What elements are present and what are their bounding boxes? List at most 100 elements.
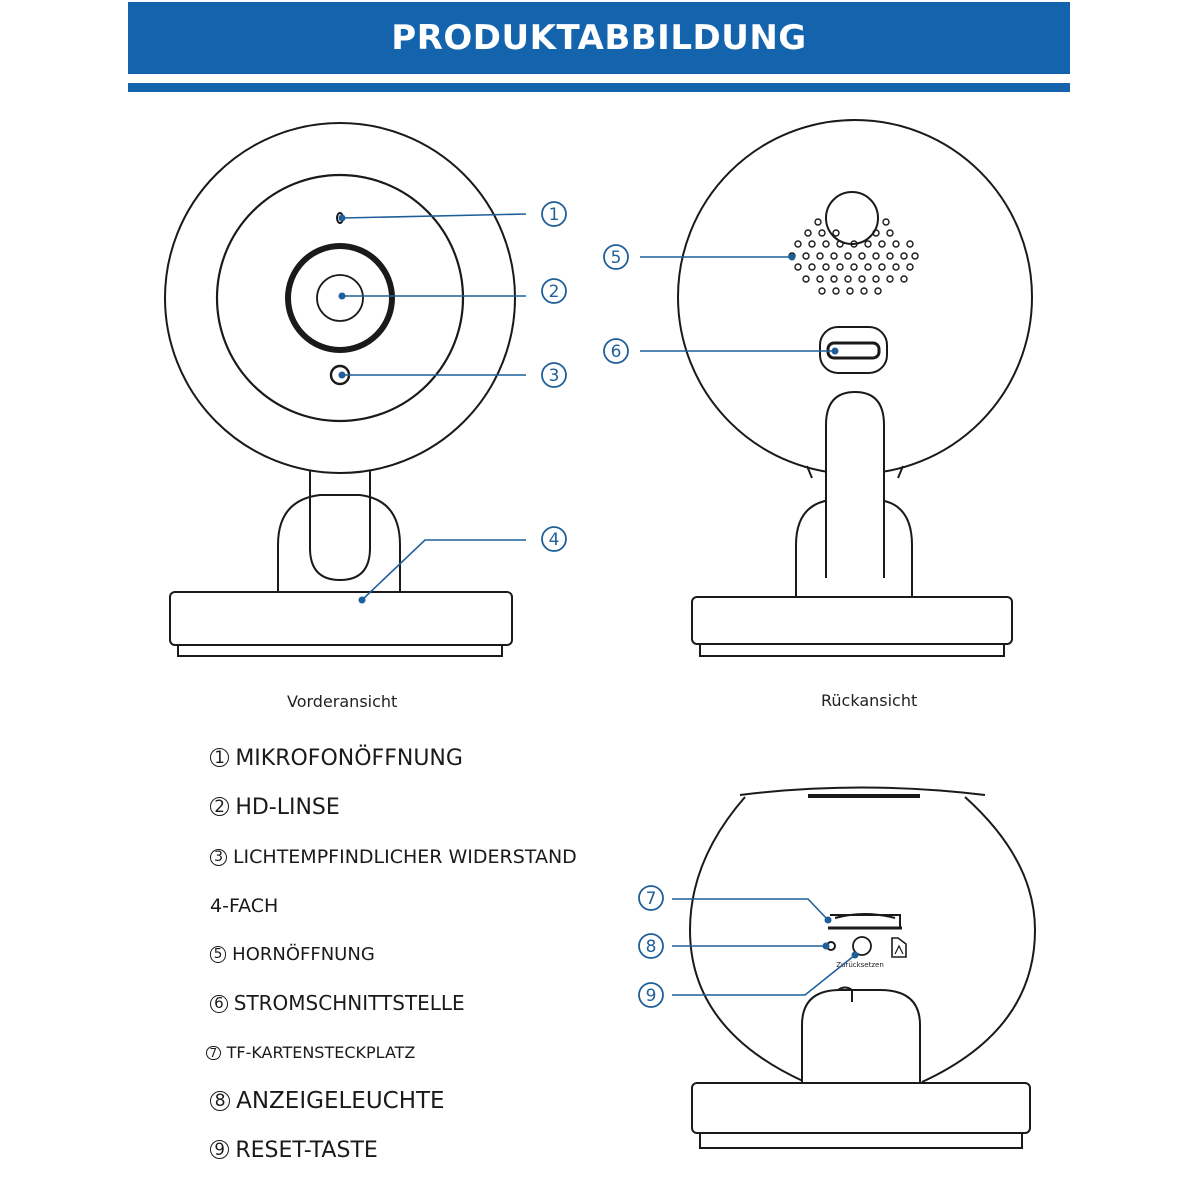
legend-text: 4-FACH [210, 895, 279, 917]
legend-number: 7 [206, 1045, 221, 1061]
front-view-label: Vorderansicht [287, 692, 398, 711]
speaker-hole [804, 229, 812, 237]
legend-number: 2 [210, 797, 230, 817]
speaker-hole [878, 240, 886, 248]
speaker-hole [794, 263, 802, 271]
speaker-hole [886, 275, 894, 283]
speaker-hole [874, 287, 882, 295]
speaker-grille [788, 218, 919, 295]
legend-item-7: 7 TF-KARTENSTECKPLATZ [206, 1043, 415, 1062]
speaker-hole [822, 263, 830, 271]
callout-badges [541, 201, 664, 1008]
speaker-hole [886, 229, 894, 237]
reset-label: Zurücksetzen [836, 961, 884, 969]
legend-item-5: 5 HORNÖFFNUNG [210, 944, 375, 965]
speaker-hole [906, 263, 914, 271]
callout-badge-8 [638, 933, 664, 959]
speaker-hole [872, 275, 880, 283]
speaker-hole [830, 252, 838, 260]
speaker-hole [808, 263, 816, 271]
speaker-hole [864, 240, 872, 248]
speaker-hole [844, 275, 852, 283]
speaker-hole [802, 252, 810, 260]
speaker-hole [900, 252, 908, 260]
callout-badge-2 [541, 278, 567, 304]
legend-text: MIKROFONÖFFNUNG [235, 746, 463, 771]
bottom-view-camera [688, 786, 1037, 1149]
speaker-hole [836, 263, 844, 271]
speaker-hole [814, 218, 822, 226]
legend-number: 9 [210, 1140, 230, 1160]
speaker-hole [858, 275, 866, 283]
speaker-hole [846, 287, 854, 295]
callout-number-9: 9 [646, 986, 657, 1006]
speaker-hole [802, 275, 810, 283]
callout-endpoints [338, 214, 859, 959]
legend-number: 6 [210, 995, 228, 1013]
callout-number-8: 8 [646, 937, 657, 957]
legend-item-6: 6 STROMSCHNITTSTELLE [210, 991, 465, 1015]
callout-number-5: 5 [611, 248, 622, 268]
legend-text: TF-KARTENSTECKPLATZ [226, 1043, 416, 1062]
speaker-hole [892, 240, 900, 248]
legend-number: 3 [210, 849, 227, 867]
speaker-hole [878, 263, 886, 271]
speaker-hole [858, 252, 866, 260]
speaker-hole [882, 218, 890, 226]
legend-text: ANZEIGELEUCHTE [236, 1088, 445, 1114]
callout-lines [341, 213, 856, 996]
callout-number-6: 6 [611, 342, 622, 362]
speaker-hole [872, 229, 880, 237]
speaker-hole [850, 240, 858, 248]
back-view-label: Rückansicht [821, 691, 918, 710]
callout-badge-1 [541, 201, 567, 227]
speaker-hole [911, 252, 919, 260]
callout-number-7: 7 [646, 889, 657, 909]
legend-number: 8 [210, 1090, 231, 1112]
speaker-hole [794, 240, 802, 248]
callout-number-2: 2 [549, 282, 560, 302]
speaker-hole [832, 287, 840, 295]
banner-title: PRODUKTABBILDUNG [391, 18, 807, 58]
speaker-hole [850, 263, 858, 271]
banner-rule [128, 83, 1070, 92]
callout-number-1: 1 [549, 205, 560, 225]
speaker-hole [816, 252, 824, 260]
legend-text: LICHTEMPFINDLICHER WIDERSTAND [232, 846, 577, 868]
speaker-hole [906, 240, 914, 248]
legend-number: 1 [210, 748, 230, 768]
front-view-camera [164, 122, 516, 657]
speaker-hole [816, 275, 824, 283]
callout-badge-9 [638, 982, 664, 1008]
speaker-hole [830, 275, 838, 283]
legend-item-4: 4-FACH [210, 895, 278, 917]
speaker-hole [822, 240, 830, 248]
legend-number: 5 [210, 946, 227, 963]
callout-number-4: 4 [549, 530, 560, 550]
speaker-hole [808, 240, 816, 248]
legend-text: STROMSCHNITTSTELLE [233, 991, 465, 1015]
speaker-hole [886, 252, 894, 260]
callout-badge-3 [541, 362, 567, 388]
speaker-hole [892, 263, 900, 271]
speaker-hole [818, 287, 826, 295]
callout-badge-5 [603, 244, 629, 270]
back-view-camera [677, 119, 1033, 657]
legend-item-3: 3 LICHTEMPFINDLICHER WIDERSTAND [210, 846, 577, 868]
legend-text: HORNÖFFNUNG [232, 944, 375, 965]
speaker-hole [836, 240, 844, 248]
speaker-hole [818, 229, 826, 237]
speaker-hole [844, 252, 852, 260]
callout-badge-4 [541, 526, 567, 552]
speaker-hole [900, 275, 908, 283]
callout-badge-7 [638, 885, 664, 911]
callout-number-3: 3 [549, 366, 560, 386]
callout-badge-6 [603, 338, 629, 364]
speaker-hole [832, 229, 840, 237]
speaker-hole [864, 263, 872, 271]
speaker-hole [872, 252, 880, 260]
